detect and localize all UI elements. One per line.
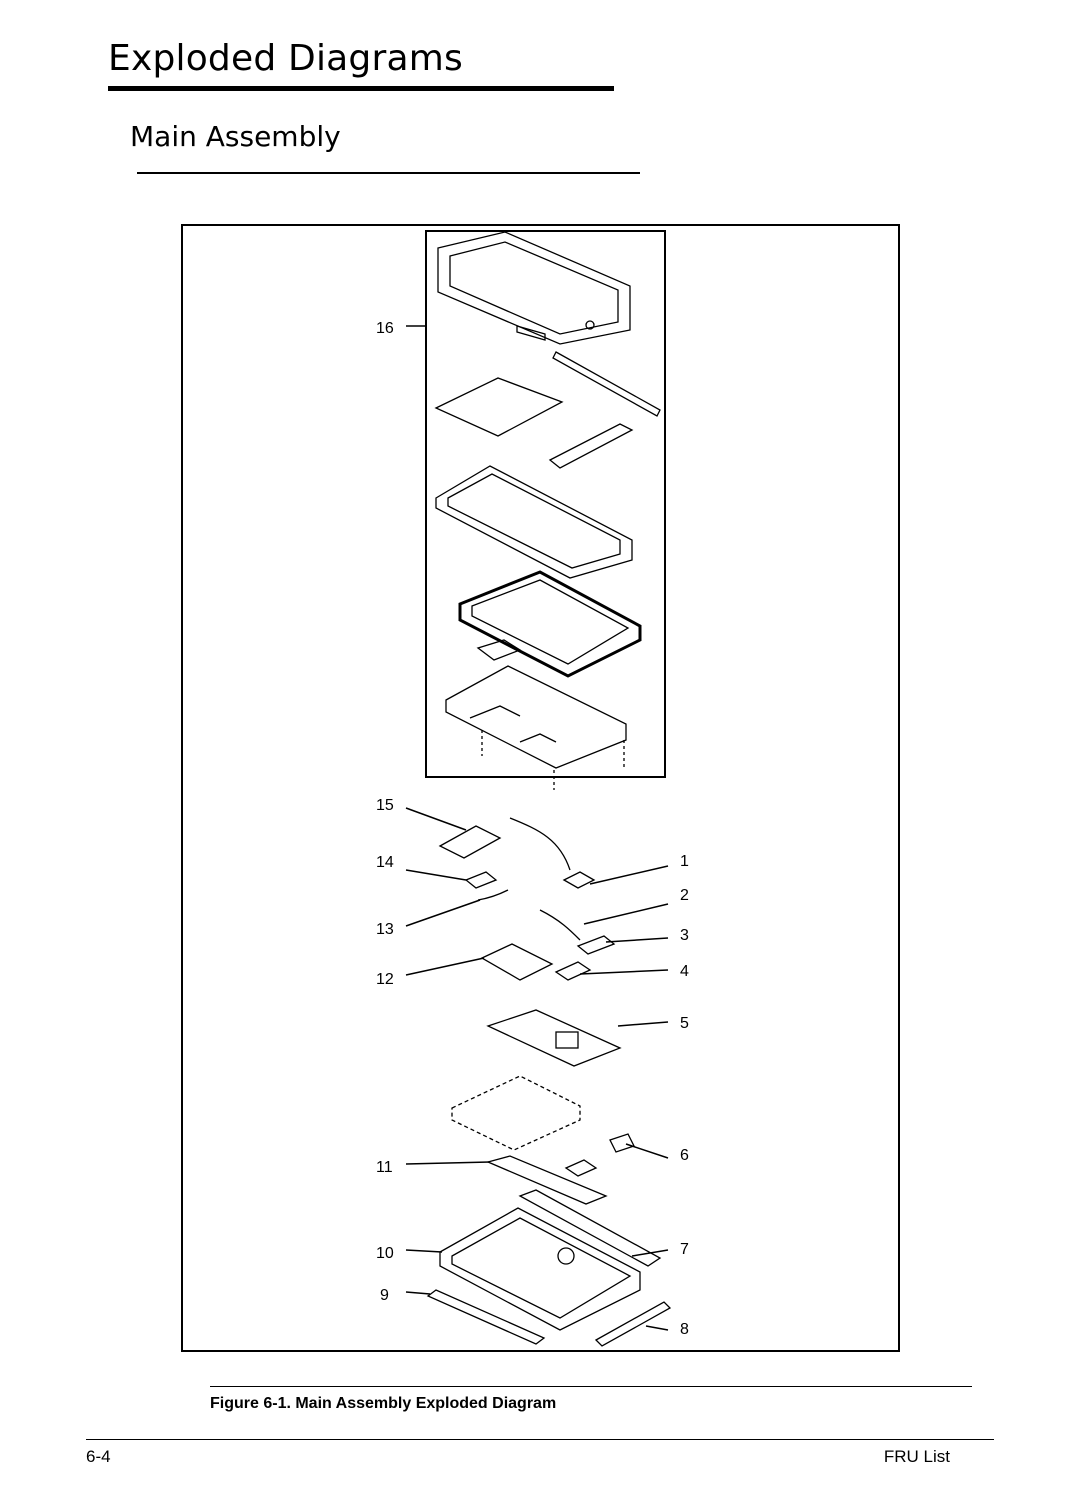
footer-rule [86, 1439, 994, 1440]
part-12 [480, 943, 554, 981]
callout-12: 12 [376, 971, 394, 988]
section-underline [137, 172, 640, 174]
caption-rule [210, 1386, 972, 1387]
display-film-part [434, 351, 661, 469]
callout-8: 8 [680, 1321, 689, 1338]
callout-1: 1 [680, 853, 689, 870]
part-14 [464, 871, 498, 889]
title-underline [108, 86, 614, 91]
callout-11: 11 [376, 1159, 393, 1176]
callout-3: 3 [680, 927, 689, 944]
part-15 [438, 817, 571, 871]
lcd-panel-part [458, 570, 642, 678]
figure-caption: Figure 6-1. Main Assembly Exploded Diagr… [210, 1395, 557, 1412]
callout-15: 15 [376, 797, 394, 814]
part-8 [594, 1301, 672, 1347]
callout-4: 4 [680, 963, 689, 980]
callout-2: 2 [680, 887, 689, 904]
callout-14: 14 [376, 854, 394, 871]
callout-16: 16 [376, 320, 394, 337]
part-7 [518, 1189, 662, 1267]
display-bezel-part [437, 231, 631, 345]
shield-part [451, 1075, 581, 1151]
figure-frame [181, 224, 900, 1352]
callout-5: 5 [680, 1015, 689, 1032]
lcd-bracket-part [445, 665, 627, 769]
part-6 [564, 1133, 635, 1177]
page-title: Exploded Diagrams [108, 38, 463, 79]
callout-9: 9 [380, 1287, 389, 1304]
section-title: Main Assembly [130, 120, 341, 153]
lcd-frame-part [435, 465, 633, 579]
callout-7: 7 [680, 1241, 689, 1258]
callout-6: 6 [680, 1147, 689, 1164]
footer-section: FRU List [883, 1447, 950, 1466]
part-4 [554, 961, 592, 981]
callout-10: 10 [376, 1245, 394, 1262]
display-subassembly-box [425, 230, 666, 778]
part-5 [486, 1009, 622, 1067]
part-2 [539, 909, 581, 941]
part-10 [439, 1207, 641, 1331]
callout-labels: 16 15 14 13 12 11 10 9 1 2 3 4 5 6 7 8 [376, 320, 689, 1338]
part-13 [477, 889, 509, 901]
callout-13: 13 [376, 921, 394, 938]
part-1 [562, 871, 596, 889]
part-9 [426, 1289, 546, 1345]
part-11 [486, 1155, 608, 1205]
footer-page-number: 6-4 [86, 1447, 111, 1466]
part-3 [576, 935, 616, 955]
